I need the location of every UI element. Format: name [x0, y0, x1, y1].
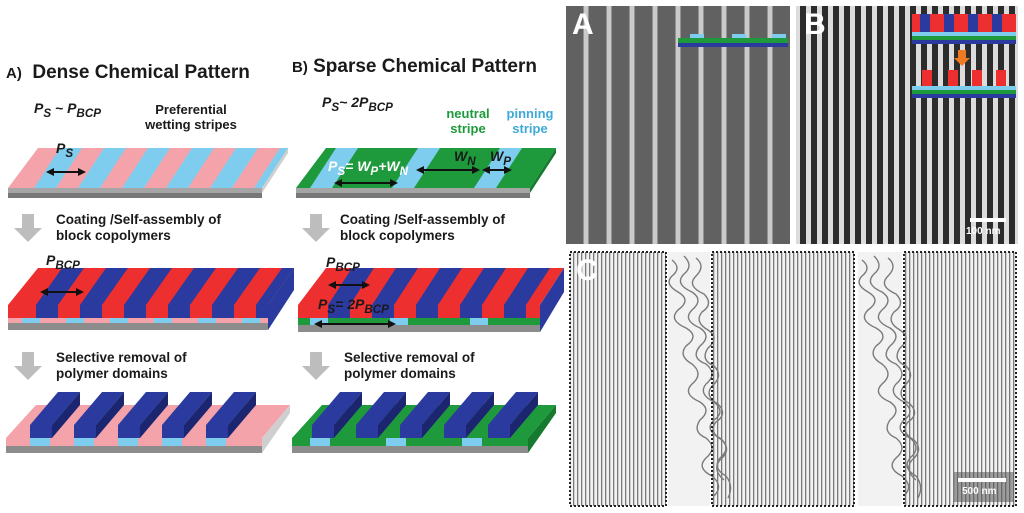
panel-b-bcp-layer [298, 268, 564, 332]
wn-w: W [454, 148, 468, 164]
micrograph-b-letter: B [804, 8, 826, 41]
panel-b-substrate-1 [296, 148, 556, 198]
b-ps-p: P [328, 158, 338, 174]
b-step1-line2: block copolymers [340, 228, 455, 243]
scale-label-c: 500 nm [962, 486, 997, 497]
panel-a-step2: Selective removal of polymer domains [56, 350, 187, 382]
micrograph-c-letter: C [576, 254, 598, 287]
b-relation-sub: S [331, 100, 340, 114]
b-ps-mid: = W [345, 158, 371, 174]
wetting-line2: wetting stripes [145, 117, 237, 132]
step2-line2: polymer domains [56, 366, 168, 381]
panel-b-step1: Coating /Self-assembly of block copolyme… [340, 212, 505, 244]
relation-p: P [34, 100, 44, 116]
pbcp-p: P [46, 252, 56, 268]
b-step2-line2: polymer domains [344, 366, 456, 381]
panel-b-ps2-label: PS= 2PBCP [318, 296, 389, 316]
b-ps2-mid: = 2P [335, 296, 365, 312]
scale-label-b: 100 nm [966, 226, 1001, 237]
pinning-stripe-label: pinning stripe [502, 106, 558, 136]
ps-sub: S [65, 146, 74, 160]
wetting-line1: Preferential [155, 102, 227, 117]
panel-a-down-arrow-2 [14, 352, 42, 380]
panel-a-substrate-1 [8, 148, 288, 198]
wetting-stripes-label: Preferential wetting stripes [136, 102, 246, 132]
b-ps-sub: S [337, 164, 346, 178]
panel-b-relation: PS~ 2PBCP [322, 94, 393, 114]
b-ps-sub2: P [370, 164, 379, 178]
wp-label: WP [490, 148, 511, 168]
b-pbcp-p: P [326, 254, 336, 270]
panel-a-pbcp-label: PBCP [46, 252, 80, 272]
b-ps-plus: +W [378, 158, 400, 174]
step1-line2: block copolymers [56, 228, 171, 243]
scale-bar-c [958, 478, 1006, 482]
ps-p: P [56, 140, 66, 156]
panel-b-letter: B) [292, 59, 308, 76]
wn-sub: N [467, 154, 476, 168]
scale-bar-b [970, 218, 1006, 222]
wp-sub: P [503, 154, 511, 168]
b-ps2-sub: S [327, 302, 336, 316]
panel-a-letter: A) [6, 65, 22, 82]
panel-a-title-row: A) Dense Chemical Pattern [6, 62, 250, 84]
pinning-line1: pinning [506, 106, 554, 121]
panel-a-final-structure [6, 392, 290, 453]
relation-sub2: BCP [76, 106, 102, 120]
panel-a-step1: Coating /Self-assembly of block copolyme… [56, 212, 221, 244]
disordered-region-1 [668, 252, 732, 506]
panel-b-down-arrow-2 [302, 352, 330, 380]
b-ps-sub3: N [399, 164, 408, 178]
b-relation-mid: ~ 2P [339, 94, 369, 110]
pbcp-sub: BCP [55, 258, 80, 272]
wp-w: W [490, 148, 504, 164]
b-relation-sub2: BCP [368, 100, 393, 114]
b-relation-p: P [322, 94, 332, 110]
panel-a-relation: PS ~ PBCP [34, 100, 101, 120]
panel-b-pbcp-label: PBCP [326, 254, 360, 274]
neutral-line2: stripe [450, 121, 486, 136]
disordered-region-2 [858, 252, 922, 506]
panel-b-down-arrow-1 [302, 214, 330, 242]
pinning-line2: stripe [512, 121, 548, 136]
panel-b-title-row: B) Sparse Chemical Pattern [292, 56, 537, 78]
panel-b-final-structure [292, 392, 556, 453]
panel-b-step2: Selective removal of polymer domains [344, 350, 475, 382]
b-ps2-p: P [318, 296, 328, 312]
neutral-stripe-label: neutral stripe [440, 106, 496, 136]
panel-a-down-arrow-1 [14, 214, 42, 242]
wn-label: WN [454, 148, 476, 168]
panel-a-ps-label: PS [56, 140, 73, 160]
panel-a-bcp-layer [8, 268, 294, 330]
micrograph-c [566, 248, 1018, 510]
relation-sub: S [43, 106, 52, 120]
micrograph-a-letter: A [572, 8, 594, 41]
b-ps2-sub2: BCP [364, 302, 389, 316]
micrograph-a [566, 6, 790, 244]
b-step2-line1: Selective removal of [344, 350, 475, 365]
panel-b-title: Sparse Chemical Pattern [313, 56, 537, 77]
step2-line1: Selective removal of [56, 350, 187, 365]
b-step1-line1: Coating /Self-assembly of [340, 212, 506, 227]
b-pbcp-sub: BCP [335, 260, 360, 274]
relation-mid: ~ P [51, 100, 77, 116]
panel-a-title: Dense Chemical Pattern [32, 62, 250, 83]
micrograph-b [796, 6, 1018, 244]
neutral-line1: neutral [446, 106, 490, 121]
panel-b-ps-equation: PS= WP+WN [328, 158, 408, 178]
step1-line1: Coating /Self-assembly of [56, 212, 222, 227]
